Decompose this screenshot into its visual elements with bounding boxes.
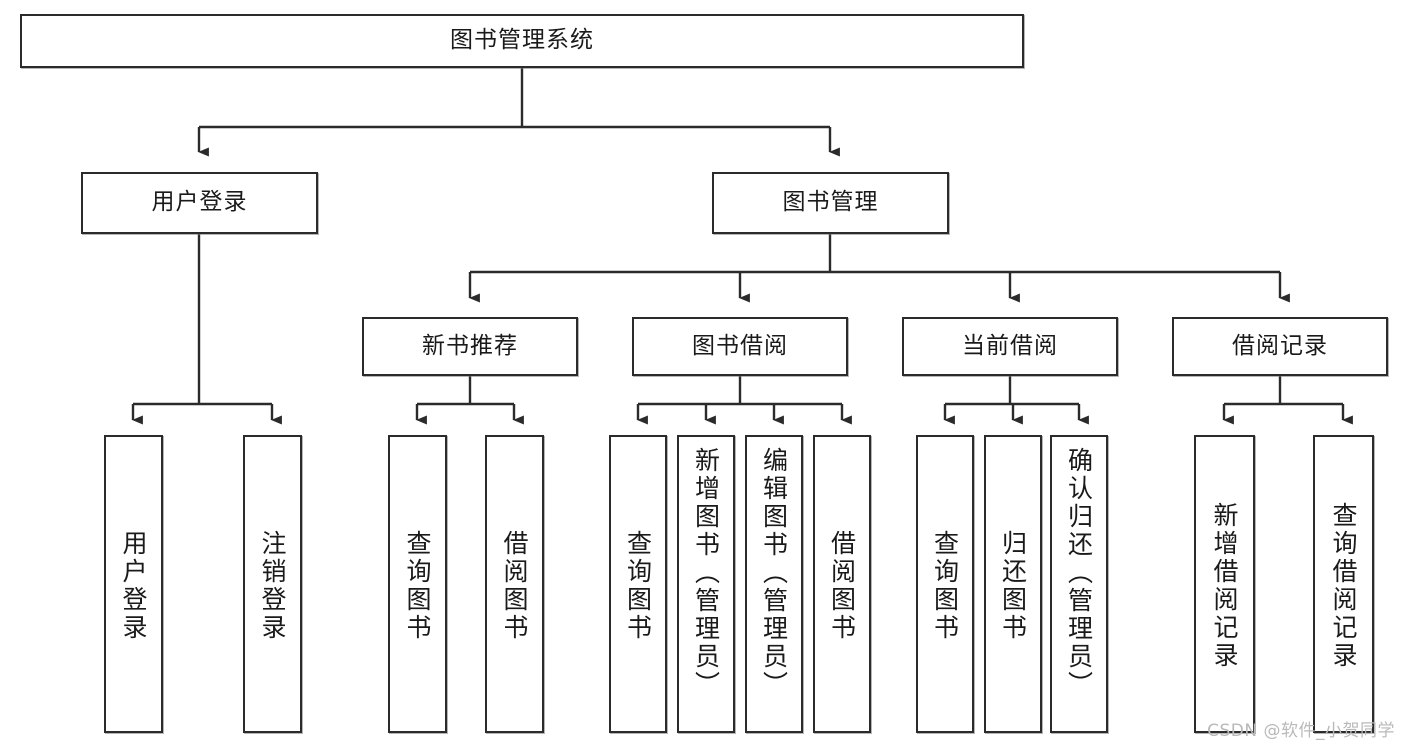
node-label: 确认归还（管理员） [1064,447,1094,699]
vert-text-wrap: 查询图书 [390,441,445,731]
leaf-record-add-borrow-record[interactable]: 新增借阅记录 [1194,435,1255,733]
leaf-user-login[interactable]: 用户登录 [104,435,163,733]
leaf-current-return-book[interactable]: 归还图书 [984,435,1042,733]
node-new-book-recommend[interactable]: 新书推荐 [362,317,578,376]
node-borrow-record[interactable]: 借阅记录 [1172,317,1388,376]
node-label: 编辑图书（管理员） [759,447,789,699]
leaf-recommend-query-book[interactable]: 查询图书 [388,435,447,733]
node-label: 查询借阅记录 [1329,502,1358,670]
vert-text-wrap: 新增借阅记录 [1196,441,1253,731]
vert-text-wrap: 新增图书（管理员） [679,441,733,731]
vert-text-wrap: 查询图书 [611,441,665,731]
watermark-text: CSDN @软件_小贺同学 [1207,721,1395,741]
vert-text-wrap: 借阅图书 [487,441,542,731]
node-label: 注销登录 [258,530,287,642]
node-label: 图书管理系统 [450,27,594,54]
node-label: 图书管理 [782,189,879,216]
node-label: 当前借阅 [962,332,1058,359]
leaf-current-query-book[interactable]: 查询图书 [916,435,974,733]
leaf-record-query-borrow-record[interactable]: 查询借阅记录 [1313,435,1374,733]
leaf-current-confirm-return-admin[interactable]: 确认归还（管理员） [1050,435,1108,733]
vert-text-wrap: 用户登录 [106,441,161,731]
node-label: 查询图书 [623,530,653,642]
node-label: 查询图书 [403,530,432,642]
vert-text-wrap: 编辑图书（管理员） [747,441,801,731]
leaf-recommend-borrow-book[interactable]: 借阅图书 [485,435,544,733]
leaf-borrow-borrow-book[interactable]: 借阅图书 [813,435,871,733]
vert-text-wrap: 查询图书 [918,441,972,731]
node-user-login[interactable]: 用户登录 [81,172,318,234]
node-label: 图书借阅 [692,332,788,359]
leaf-user-logout[interactable]: 注销登录 [243,435,302,733]
node-label: 新增图书（管理员） [691,447,721,699]
node-label: 归还图书 [998,530,1028,642]
node-label: 用户登录 [119,530,148,642]
vert-text-wrap: 确认归还（管理员） [1052,441,1106,731]
node-label: 借阅图书 [827,530,857,642]
node-label: 借阅记录 [1232,332,1328,359]
node-book-borrow[interactable]: 图书借阅 [632,317,848,376]
leaf-borrow-query-book[interactable]: 查询图书 [609,435,667,733]
node-label: 用户登录 [151,189,248,216]
node-root-system[interactable]: 图书管理系统 [20,14,1024,68]
node-label: 借阅图书 [500,530,529,642]
node-book-management[interactable]: 图书管理 [712,172,949,234]
leaf-borrow-add-book-admin[interactable]: 新增图书（管理员） [677,435,735,733]
node-current-borrow[interactable]: 当前借阅 [902,317,1118,376]
vert-text-wrap: 查询借阅记录 [1315,441,1372,731]
node-label: 查询图书 [930,530,960,642]
vert-text-wrap: 注销登录 [245,441,300,731]
vert-text-wrap: 借阅图书 [815,441,869,731]
vert-text-wrap: 归还图书 [986,441,1040,731]
leaf-borrow-edit-book-admin[interactable]: 编辑图书（管理员） [745,435,803,733]
node-label: 新增借阅记录 [1210,502,1239,670]
node-label: 新书推荐 [422,332,518,359]
